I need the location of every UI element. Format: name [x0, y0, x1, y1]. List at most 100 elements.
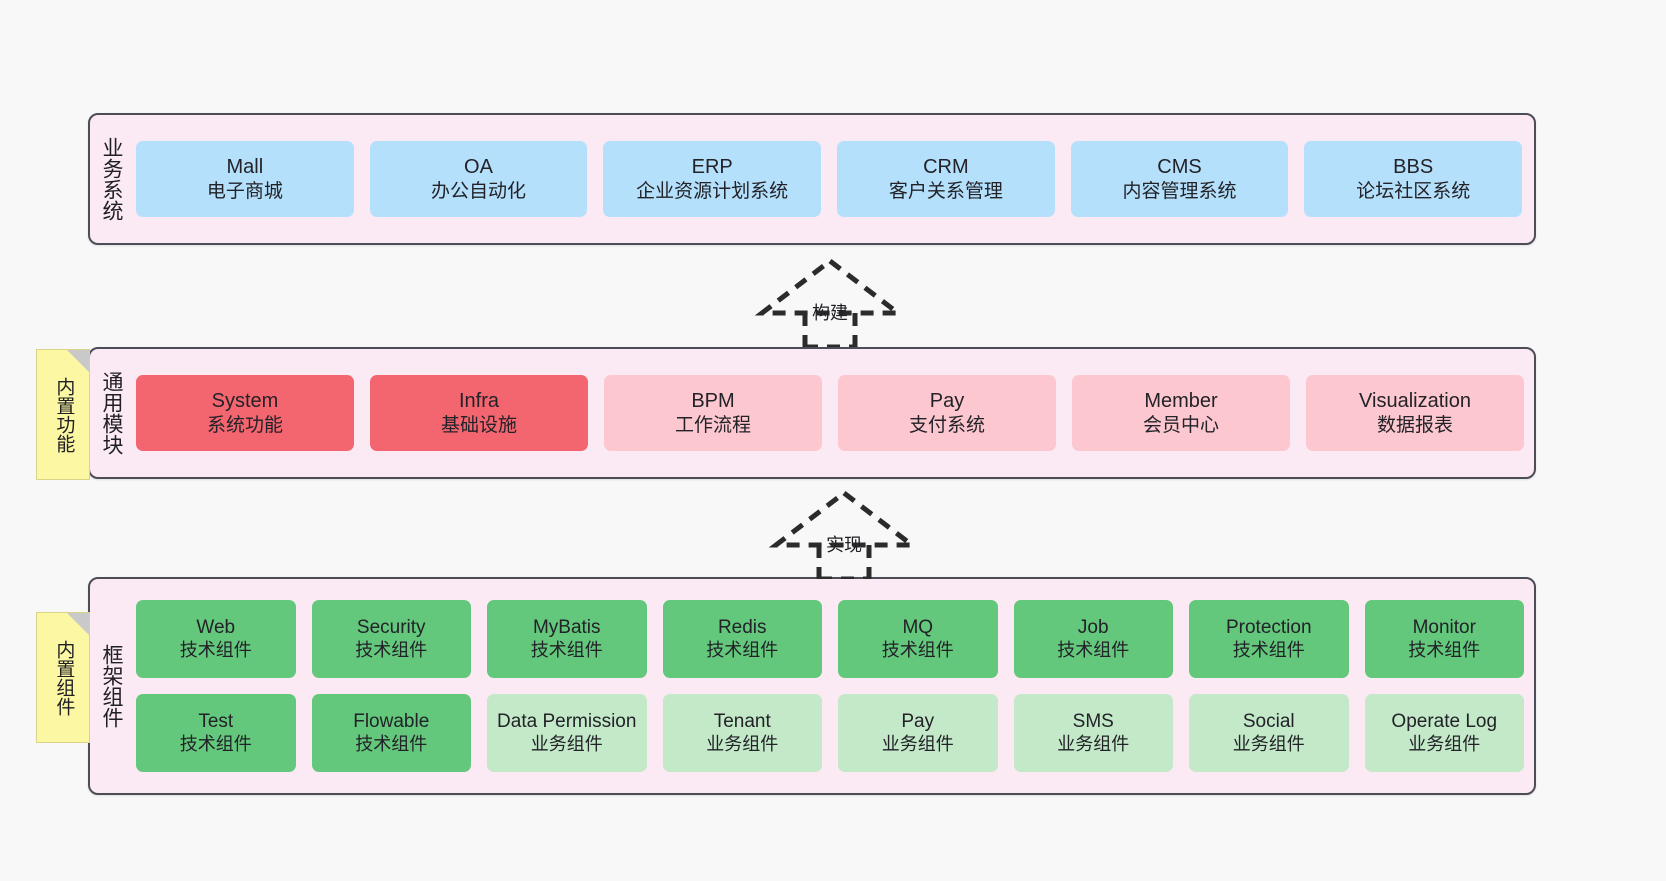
- card-test[interactable]: Test 技术组件: [136, 694, 296, 772]
- card-title: System: [211, 390, 279, 413]
- card-title: Member: [1144, 390, 1218, 413]
- card-system[interactable]: System 系统功能: [136, 375, 354, 451]
- card-subtitle: 基础设施: [440, 414, 517, 436]
- card-oa[interactable]: OA 办公自动化: [369, 141, 588, 217]
- card-subtitle: 技术组件: [179, 639, 252, 660]
- card-pay-business[interactable]: Pay 业务组件: [838, 694, 998, 772]
- card-bbs[interactable]: BBS 论坛社区系统: [1304, 141, 1523, 217]
- card-subtitle: 技术组件: [530, 639, 603, 660]
- card-subtitle: 技术组件: [706, 639, 779, 660]
- card-row: Test 技术组件 Flowable 技术组件 Data Permission …: [136, 694, 1524, 772]
- card-subtitle: 技术组件: [1408, 639, 1481, 660]
- card-row: Mall 电子商城 OA 办公自动化 ERP 企业资源计划系统 CRM 客户关系…: [136, 141, 1523, 217]
- card-row: System 系统功能 Infra 基础设施 BPM 工作流程 Pay 支付系统…: [136, 375, 1524, 451]
- card-title: Redis: [717, 617, 767, 639]
- tag-label: 内置组件: [53, 639, 75, 716]
- layer-common-module: 通用模块 System 系统功能 Infra 基础设施 BPM 工作流程 Pay…: [88, 347, 1536, 479]
- card-visualization[interactable]: Visualization 数据报表: [1306, 375, 1524, 451]
- card-data-permission[interactable]: Data Permission 业务组件: [487, 694, 647, 772]
- card-bpm[interactable]: BPM 工作流程: [604, 375, 822, 451]
- layer-framework-component-body: Web 技术组件 Security 技术组件 MyBatis 技术组件 Redi…: [132, 579, 1534, 793]
- card-title: OA: [464, 156, 493, 179]
- card-title: MQ: [902, 617, 934, 639]
- card-title: CMS: [1157, 156, 1202, 179]
- card-title: Visualization: [1359, 390, 1471, 413]
- card-subtitle: 技术组件: [355, 639, 428, 660]
- tag-label: 内置功能: [53, 376, 75, 453]
- card-row: Web 技术组件 Security 技术组件 MyBatis 技术组件 Redi…: [136, 600, 1524, 678]
- card-subtitle: 技术组件: [355, 733, 428, 754]
- card-subtitle: 技术组件: [881, 639, 954, 660]
- card-member[interactable]: Member 会员中心: [1072, 375, 1290, 451]
- card-title: Monitor: [1412, 617, 1476, 639]
- arrow-shaft-icon: [816, 545, 872, 579]
- card-protection[interactable]: Protection 技术组件: [1189, 600, 1349, 678]
- card-title: Web: [196, 617, 236, 639]
- card-security[interactable]: Security 技术组件: [311, 600, 471, 678]
- card-subtitle: 技术组件: [1232, 639, 1305, 660]
- arrow-shaft-icon: [802, 313, 858, 347]
- card-title: BBS: [1393, 156, 1434, 179]
- layer-common-module-body: System 系统功能 Infra 基础设施 BPM 工作流程 Pay 支付系统…: [132, 349, 1534, 477]
- card-monitor[interactable]: Monitor 技术组件: [1364, 600, 1524, 678]
- triangle-head-icon: [769, 489, 919, 548]
- card-mall[interactable]: Mall 电子商城: [136, 141, 354, 217]
- card-subtitle: 企业资源计划系统: [636, 180, 789, 202]
- card-title: Protection: [1225, 617, 1312, 639]
- card-title: Operate Log: [1391, 711, 1498, 733]
- card-operate-log[interactable]: Operate Log 业务组件: [1364, 694, 1524, 772]
- card-erp[interactable]: ERP 企业资源计划系统: [603, 141, 822, 217]
- card-subtitle: 工作流程: [674, 414, 751, 436]
- card-subtitle: 会员中心: [1142, 414, 1219, 436]
- card-title: ERP: [691, 156, 733, 179]
- card-cms[interactable]: CMS 内容管理系统: [1070, 141, 1289, 217]
- layer-framework-component-title: 框架组件: [99, 644, 123, 728]
- card-subtitle: 业务组件: [530, 733, 603, 754]
- card-infra[interactable]: Infra 基础设施: [370, 375, 588, 451]
- card-title: BPM: [691, 390, 735, 413]
- card-title: Pay: [929, 390, 965, 413]
- card-title: Infra: [458, 390, 500, 413]
- card-subtitle: 客户关系管理: [888, 180, 1003, 202]
- card-title: Social: [1242, 711, 1295, 733]
- card-subtitle: 系统功能: [206, 414, 283, 436]
- layer-business-system-body: Mall 电子商城 OA 办公自动化 ERP 企业资源计划系统 CRM 客户关系…: [132, 115, 1534, 243]
- card-title: Flowable: [353, 711, 430, 733]
- card-redis[interactable]: Redis 技术组件: [662, 600, 822, 678]
- card-title: CRM: [923, 156, 969, 179]
- card-flowable[interactable]: Flowable 技术组件: [311, 694, 471, 772]
- layer-framework-component: 框架组件 Web 技术组件 Security 技术组件 MyBatis 技术组件…: [88, 577, 1536, 795]
- card-subtitle: 内容管理系统: [1122, 180, 1237, 202]
- tag-builtin-function: 内置功能: [36, 349, 90, 480]
- card-mq[interactable]: MQ 技术组件: [838, 600, 998, 678]
- connector-build-arrow: 构建: [755, 255, 905, 347]
- connector-realize-arrow: 实现: [769, 487, 919, 579]
- card-subtitle: 数据报表: [1376, 414, 1453, 436]
- card-social[interactable]: Social 业务组件: [1189, 694, 1349, 772]
- card-title: Job: [1077, 617, 1109, 639]
- card-job[interactable]: Job 技术组件: [1013, 600, 1173, 678]
- layer-common-module-title: 通用模块: [99, 371, 123, 455]
- card-title: Pay: [901, 711, 935, 733]
- card-subtitle: 业务组件: [881, 733, 954, 754]
- card-web[interactable]: Web 技术组件: [136, 600, 296, 678]
- card-subtitle: 电子商城: [206, 180, 283, 202]
- card-tenant[interactable]: Tenant 业务组件: [662, 694, 822, 772]
- card-subtitle: 技术组件: [1057, 639, 1130, 660]
- card-crm[interactable]: CRM 客户关系管理: [837, 141, 1055, 217]
- card-title: Test: [198, 711, 234, 733]
- card-title: MyBatis: [532, 617, 601, 639]
- card-sms[interactable]: SMS 业务组件: [1013, 694, 1173, 772]
- triangle-head-icon: [755, 257, 905, 316]
- layer-business-system-title: 业务系统: [99, 137, 123, 221]
- layer-business-system: 业务系统 Mall 电子商城 OA 办公自动化 ERP 企业资源计划系统 CRM…: [88, 113, 1536, 245]
- card-subtitle: 业务组件: [1408, 733, 1481, 754]
- card-subtitle: 业务组件: [1232, 733, 1305, 754]
- card-subtitle: 技术组件: [179, 733, 252, 754]
- card-title: Tenant: [713, 711, 771, 733]
- card-title: Data Permission: [497, 711, 637, 733]
- card-title: SMS: [1072, 711, 1114, 733]
- card-pay[interactable]: Pay 支付系统: [838, 375, 1056, 451]
- card-mybatis[interactable]: MyBatis 技术组件: [487, 600, 647, 678]
- card-title: Mall: [226, 156, 264, 179]
